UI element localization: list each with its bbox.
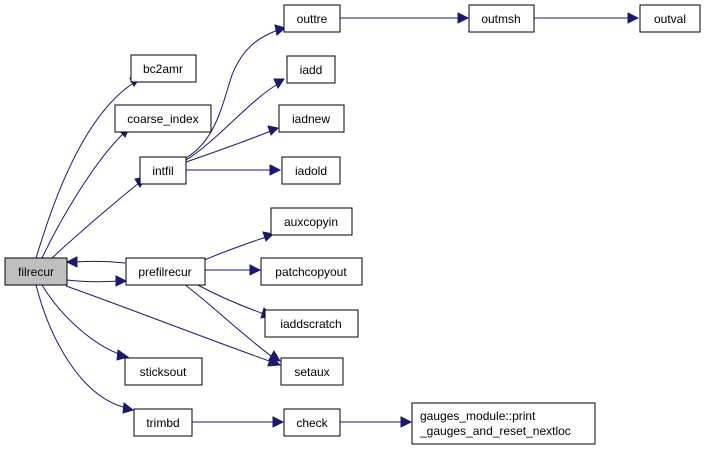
edge-outmsh-outval [534, 12, 640, 24]
node-check[interactable]: check [283, 408, 341, 437]
node-outmsh[interactable]: outmsh [468, 4, 535, 33]
edge-prefilrecur-patchcopyout [205, 264, 262, 276]
edge-filrecur-coarse-index [41, 125, 131, 259]
edge-intfil-iadold [186, 164, 282, 176]
edge-intfil-iadd [185, 78, 285, 161]
node-gauges-module-print-gauges-and-reset-nextloc[interactable]: gauges_module::print _gauges_and_reset_n… [411, 402, 596, 445]
node-coarse-index[interactable]: coarse_index [114, 104, 212, 133]
node-patchcopyout[interactable]: patchcopyout [260, 257, 363, 286]
node-prefilrecur-label: prefilrecur [138, 265, 191, 279]
node-coarse-index-label: coarse_index [127, 112, 198, 126]
node-intfil[interactable]: intfil [139, 156, 187, 185]
edge-filrecur-prefilrecur [66, 275, 128, 287]
node-auxcopyin[interactable]: auxcopyin [270, 207, 353, 236]
node-trimbd-label: trimbd [146, 416, 179, 430]
node-prefilrecur[interactable]: prefilrecur [125, 257, 206, 286]
edge-trimbd-check [191, 416, 285, 428]
edge-filrecur-trimbd [35, 284, 135, 414]
edge-outtre-outmsh [340, 12, 470, 24]
node-gauges-label-line1: gauges_module::print [420, 409, 536, 423]
node-outval-label: outval [654, 12, 686, 26]
edge-prefilrecur-iaddscratch [195, 283, 272, 319]
node-iadold-label: iadold [295, 164, 327, 178]
node-bc2amr-label: bc2amr [143, 62, 183, 76]
node-outval[interactable]: outval [639, 4, 701, 33]
node-check-label: check [296, 416, 328, 430]
node-bc2amr[interactable]: bc2amr [130, 54, 197, 83]
edge-check-gauges [339, 416, 413, 428]
node-outtre-label: outtre [297, 12, 328, 26]
node-iaddscratch[interactable]: iaddscratch [264, 309, 359, 338]
node-outtre[interactable]: outtre [283, 4, 341, 33]
node-gauges-label-line2: _gauges_and_reset_nextloc [419, 424, 571, 438]
node-iadold[interactable]: iadold [281, 156, 341, 185]
node-trimbd[interactable]: trimbd [133, 408, 193, 437]
node-iadd-label: iadd [300, 63, 323, 77]
node-iadnew[interactable]: iadnew [278, 104, 345, 133]
node-iaddscratch-label: iaddscratch [280, 317, 341, 331]
node-sticksout-label: sticksout [140, 365, 187, 379]
edge-filrecur-setaux [65, 285, 282, 367]
node-setaux[interactable]: setaux [280, 357, 344, 386]
node-iadnew-label: iadnew [292, 112, 330, 126]
node-setaux-label: setaux [294, 365, 329, 379]
edge-prefilrecur-setaux [183, 283, 281, 362]
edge-filrecur-intfil [51, 176, 147, 259]
node-patchcopyout-label: patchcopyout [275, 265, 347, 279]
edge-intfil-outtre [185, 24, 287, 159]
node-outmsh-label: outmsh [481, 12, 520, 26]
edge-prefilrecur-filrecur [65, 256, 126, 268]
node-filrecur[interactable]: filrecur [4, 257, 68, 286]
node-auxcopyin-label: auxcopyin [284, 215, 338, 229]
node-filrecur-label: filrecur [18, 265, 54, 279]
node-iadd[interactable]: iadd [286, 55, 336, 84]
edge-intfil-iadnew [185, 125, 280, 163]
edge-filrecur-bc2amr [35, 75, 143, 259]
edge-filrecur-sticksout [41, 284, 130, 361]
node-intfil-label: intfil [152, 164, 173, 178]
node-sticksout[interactable]: sticksout [124, 357, 203, 386]
